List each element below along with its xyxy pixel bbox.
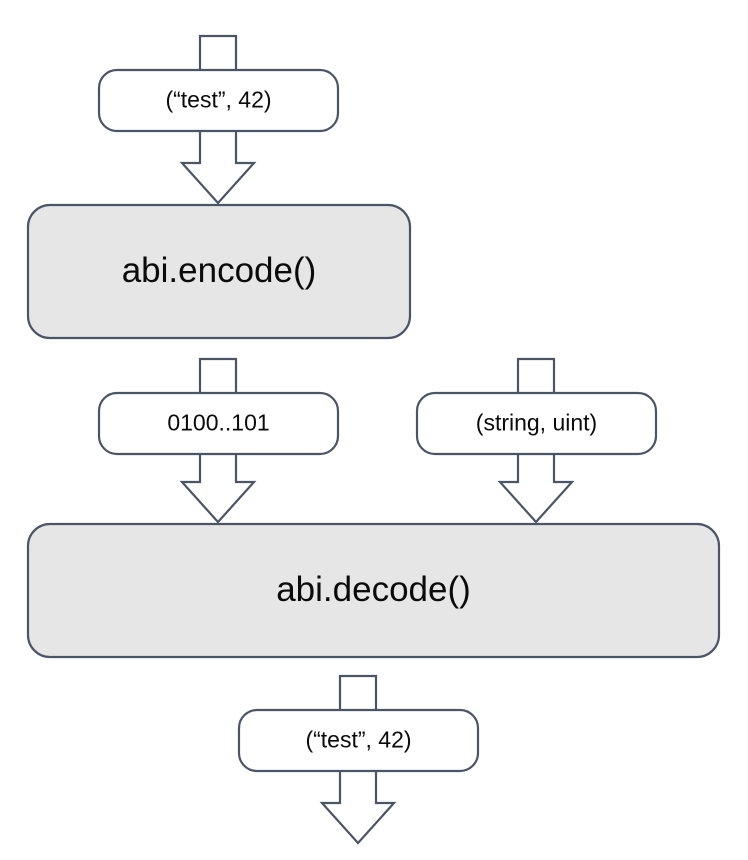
node-encoded-bytes[interactable]: 0100..101 [97, 391, 340, 456]
node-shape-type-signature [415, 391, 658, 456]
node-shape-output-tuple [237, 708, 480, 773]
connector-stub-decode-to-output [338, 674, 378, 712]
node-label-abi-decode: abi.decode() [276, 570, 471, 609]
node-label-input-tuple: (“test”, 42) [165, 87, 271, 113]
connector-arrow-input-to-encode [179, 129, 257, 205]
connector-stub-top [198, 34, 238, 72]
connector-arrow-bytes-to-decode [179, 452, 257, 524]
node-shape-abi-decode [26, 522, 721, 659]
connectors-layer [179, 34, 575, 845]
node-shape-input-tuple [97, 68, 340, 133]
connector-arrow-output-exit [319, 769, 397, 845]
connector-stub-top-right [516, 357, 556, 395]
node-shape-encoded-bytes [97, 391, 340, 456]
node-input-tuple[interactable]: (“test”, 42) [97, 68, 340, 133]
node-abi-decode[interactable]: abi.decode() [26, 522, 721, 659]
node-abi-encode[interactable]: abi.encode() [26, 203, 412, 340]
node-label-type-signature: (string, uint) [476, 410, 597, 436]
connector-stub-encode-to-bytes [198, 357, 238, 395]
nodes-layer: (“test”, 42) abi.encode() 0100..101 (string… [26, 68, 721, 773]
node-label-output-tuple: (“test”, 42) [305, 727, 411, 753]
node-shape-abi-encode [26, 203, 412, 340]
node-type-signature[interactable]: (string, uint) [415, 391, 658, 456]
node-label-encoded-bytes: 0100..101 [167, 410, 269, 436]
node-output-tuple[interactable]: (“test”, 42) [237, 708, 480, 773]
connector-arrow-types-to-decode [497, 452, 575, 524]
node-label-abi-encode: abi.encode() [122, 251, 317, 290]
